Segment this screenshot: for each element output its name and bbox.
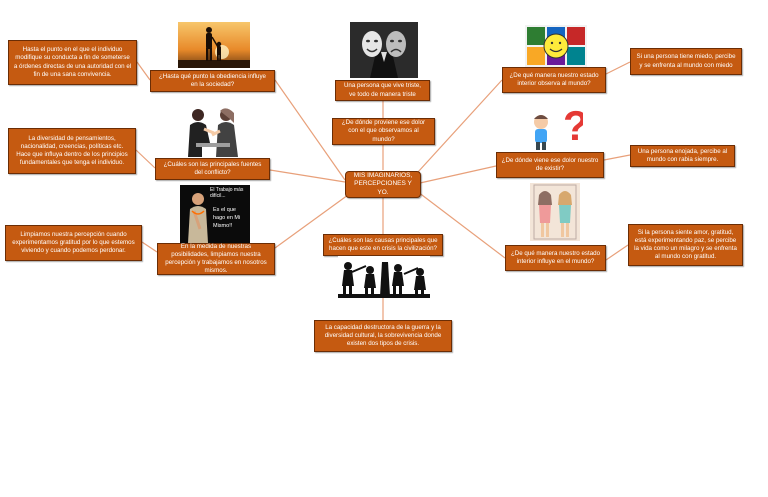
work-quote-image: El Trabajo más difícil... Es el que hago… [180, 185, 250, 243]
connector-obediencia-answer [136, 61, 151, 81]
theater-masks-image [350, 22, 418, 78]
work-quote-line-2: Es el que [213, 207, 236, 213]
question-mark-figure-image: ? [527, 102, 583, 152]
connector-posibilidades [274, 194, 349, 249]
center-node: MIS IMAGINARIOS, PERCEPCIONES Y YO. [345, 171, 421, 198]
connector-interior-observa [417, 79, 503, 173]
work-quote-line-4: Mismo!! [213, 223, 233, 229]
node-q-obediencia: ¿Hasta qué punto la obediencia influye e… [150, 70, 275, 92]
work-quote-line-3: hago en Mi [213, 215, 241, 221]
node-a-conflicto: La diversidad de pensamientos, nacionali… [8, 128, 136, 174]
node-q-triste: Una persona que vive triste, ve todo de … [335, 80, 430, 101]
node-a-interior-observa: Si una persona tiene miedo, percibe y se… [630, 48, 742, 75]
node-q-posibilidades: En la medida de nuestras posibilidades, … [157, 243, 275, 275]
node-a-crisis: La capacidad destructora de la guerra y … [314, 320, 452, 352]
arguing-people-image [180, 103, 246, 157]
work-quote-line-1: El Trabajo más difícil... [210, 187, 244, 199]
connector-influye-answer [605, 244, 629, 261]
node-a-interior-influye: Si la persona siente amor, gratitud, est… [628, 224, 743, 266]
colorful-circles-image [525, 25, 587, 67]
node-q-dolor-existir: ¿De dónde viene ese dolor nuestro de exi… [496, 152, 604, 178]
two-women-image [530, 183, 580, 241]
connector-dolor-existir [419, 165, 497, 184]
connector-observa-answer [605, 61, 631, 75]
connector-posibilidades-answer [141, 241, 158, 253]
connector-interior-influye [417, 191, 506, 259]
node-a-posibilidades: Limpiamos nuestra percepción cuando expe… [5, 225, 142, 261]
connector-existir-answer [603, 154, 631, 161]
node-q-crisis: ¿Cuáles son las causas principales que h… [323, 234, 443, 256]
node-a-dolor-existir: Una persona enojada, percibe al mundo co… [630, 145, 735, 167]
parent-child-silhouette-image [178, 22, 250, 68]
connector-conflicto-answer [135, 149, 156, 169]
node-a-obediencia: Hasta el punto en el que el individuo mo… [8, 40, 137, 85]
node-q-interior-observa: ¿De qué manera nuestro estado interior o… [502, 67, 606, 93]
connector-obediencia [274, 79, 346, 181]
node-q-dolor-mundo: ¿De dónde proviene ese dolor con el que … [332, 118, 435, 145]
war-silhouettes-image [338, 256, 430, 298]
node-q-conflicto: ¿Cuáles son las principales fuentes del … [155, 158, 270, 180]
node-q-interior-influye: ¿De qué manera nuestro estado interior i… [505, 245, 606, 271]
connector-conflicto [269, 169, 346, 183]
svg-text:?: ? [563, 102, 583, 149]
